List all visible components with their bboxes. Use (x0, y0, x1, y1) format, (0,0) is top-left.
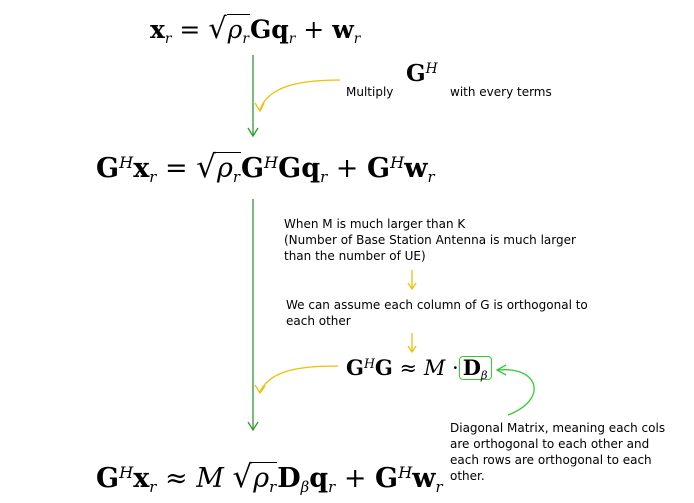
multiply-gh-symbol: GH (406, 60, 438, 87)
equation-2: GHxr = √ρrGHGqr + GHwr (96, 149, 435, 187)
green-arrow-diagonal (495, 364, 535, 416)
diagonal-note: Diagonal Matrix, meaning each cols are o… (450, 421, 666, 483)
main-arrow-1 (247, 55, 259, 138)
equation-4: GHxr ≈ M √ρrDβqr + GHwr (96, 459, 443, 497)
d-beta-highlight: Dβ (458, 356, 492, 381)
condition-note: When M is much larger than K (Number of … (284, 217, 576, 263)
yellow-arrow-multiply (254, 79, 341, 113)
multiply-prefix: Multiply (346, 85, 394, 99)
yellow-arrow-down-1 (407, 270, 417, 291)
yellow-arrow-down-2 (407, 333, 417, 354)
assumption-note: We can assume each column of G is orthog… (286, 298, 588, 328)
equation-3: GHG ≈ M ·Dβ (346, 356, 492, 381)
multiply-note: Multiply (346, 68, 393, 100)
yellow-arrow-ghg (254, 365, 339, 395)
multiply-note-suffix: with every terms (450, 68, 552, 100)
multiply-suffix: with every terms (450, 85, 552, 99)
main-arrow-2 (247, 199, 259, 432)
equation-1: xr = √ρrGqr + wr (150, 11, 361, 47)
